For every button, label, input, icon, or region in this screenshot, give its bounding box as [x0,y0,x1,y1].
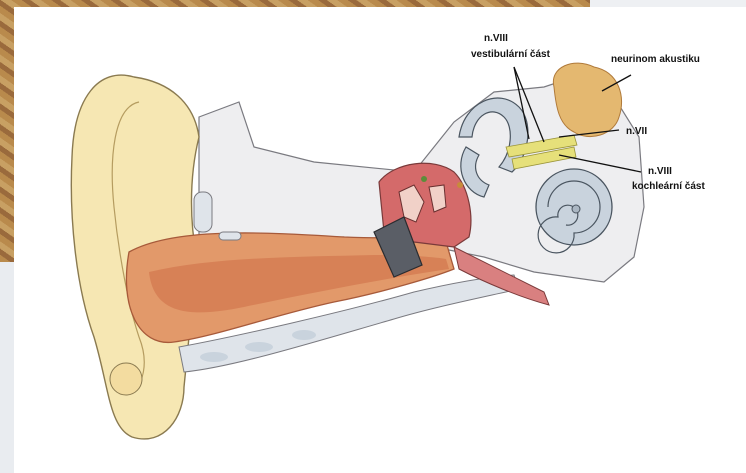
label-vestibular-part: vestibulární část [471,49,551,60]
bone-patch [200,352,228,362]
ossicle-joint [421,176,427,182]
bone-patch [245,342,273,352]
label-nviii-top: n.VIII [484,33,508,44]
bone-oval [219,232,241,240]
background-bottom [0,262,14,473]
label-nvii: n.VII [626,126,647,137]
bone-oval [194,192,212,232]
ear-anatomy-diagram: n.VIII vestibulární část neurinom akusti… [14,7,746,473]
label-nviii-bottom: n.VIII [648,166,672,177]
label-cochlear-part: kochleární část [632,181,705,192]
label-neurinom: neurinom akustiku [611,54,700,65]
ossicle-joint [457,182,463,188]
bone-patch [292,330,316,340]
diagram-card: n.VIII vestibulární část neurinom akusti… [14,7,746,473]
earlobe-ring [110,363,142,395]
